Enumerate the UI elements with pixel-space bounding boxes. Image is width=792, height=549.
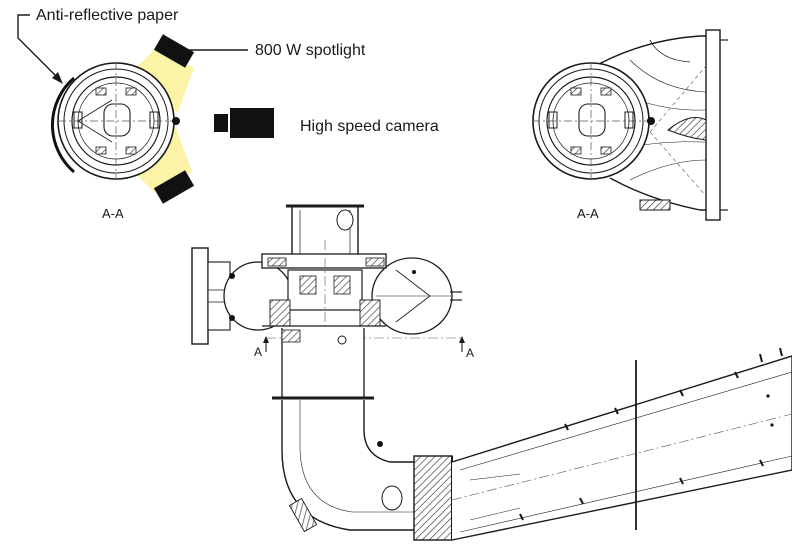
high-speed-camera [214,108,274,138]
section-view-right [532,29,728,221]
camera-label: High speed camera [300,118,439,135]
section-label-right: A-A [577,206,599,221]
section-label-left: A-A [102,206,124,221]
cut-line-label-right: A [466,346,474,360]
spotlight-label: 800 W spotlight [255,42,366,59]
cut-line-label-left: A [254,345,262,359]
paper-leader-line [17,14,61,81]
anti-reflective-paper-label: Anti-reflective paper [36,7,179,24]
section-view-left [51,34,195,204]
spotlight-bottom [153,170,195,204]
anti-reflective-paper-arc [51,76,75,174]
test-rig-assembly: A A [191,204,792,541]
spotlight-top [153,34,195,68]
